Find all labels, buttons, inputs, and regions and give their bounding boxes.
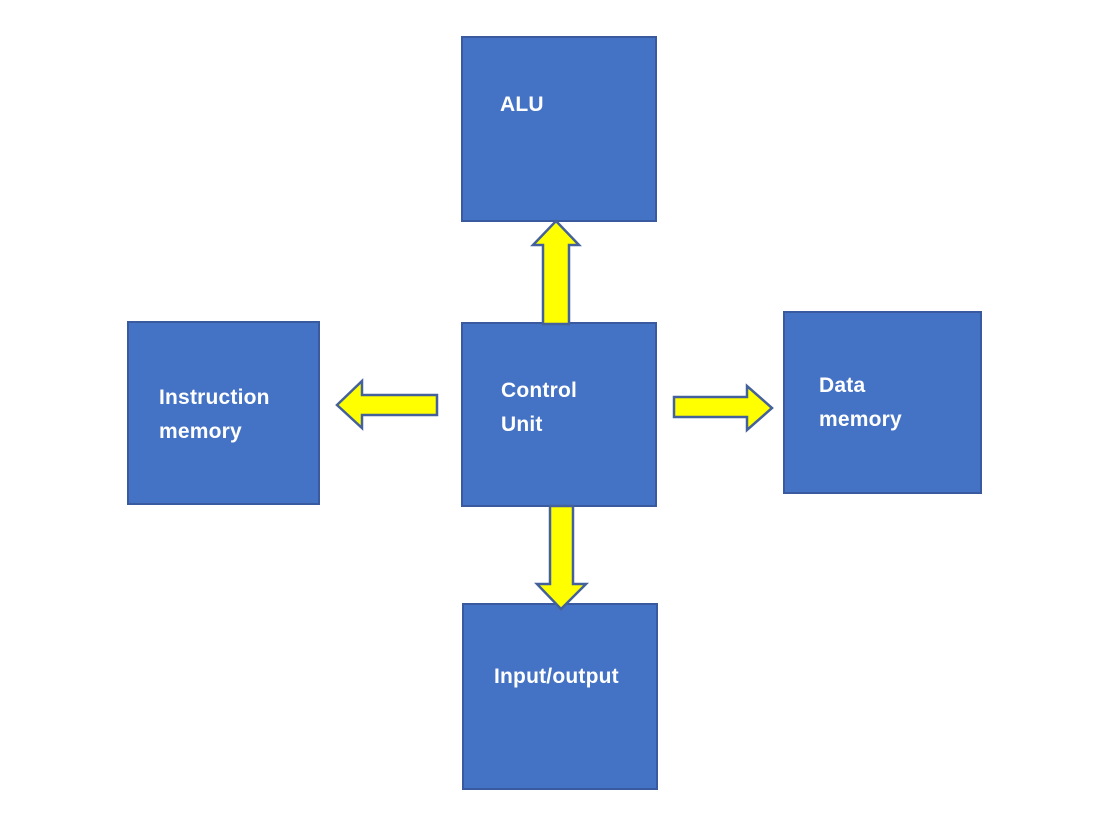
node-input-output-label: Input/output	[494, 665, 619, 688]
node-data-memory-label: Data memory	[819, 374, 902, 431]
down-arrow-icon	[534, 504, 590, 611]
node-input-output: Input/output	[462, 603, 658, 790]
node-instruction-memory: Instruction memory	[127, 321, 320, 505]
right-arrow-icon	[672, 383, 774, 433]
node-control-unit-label: Control Unit	[501, 379, 578, 436]
node-alu: ALU	[461, 36, 657, 222]
node-instruction-memory-label: Instruction memory	[159, 386, 270, 443]
up-arrow-icon	[530, 219, 582, 326]
left-arrow-icon	[335, 378, 439, 431]
node-control-unit: Control Unit	[461, 322, 657, 507]
node-alu-label: ALU	[500, 93, 544, 116]
node-data-memory: Data memory	[783, 311, 982, 494]
